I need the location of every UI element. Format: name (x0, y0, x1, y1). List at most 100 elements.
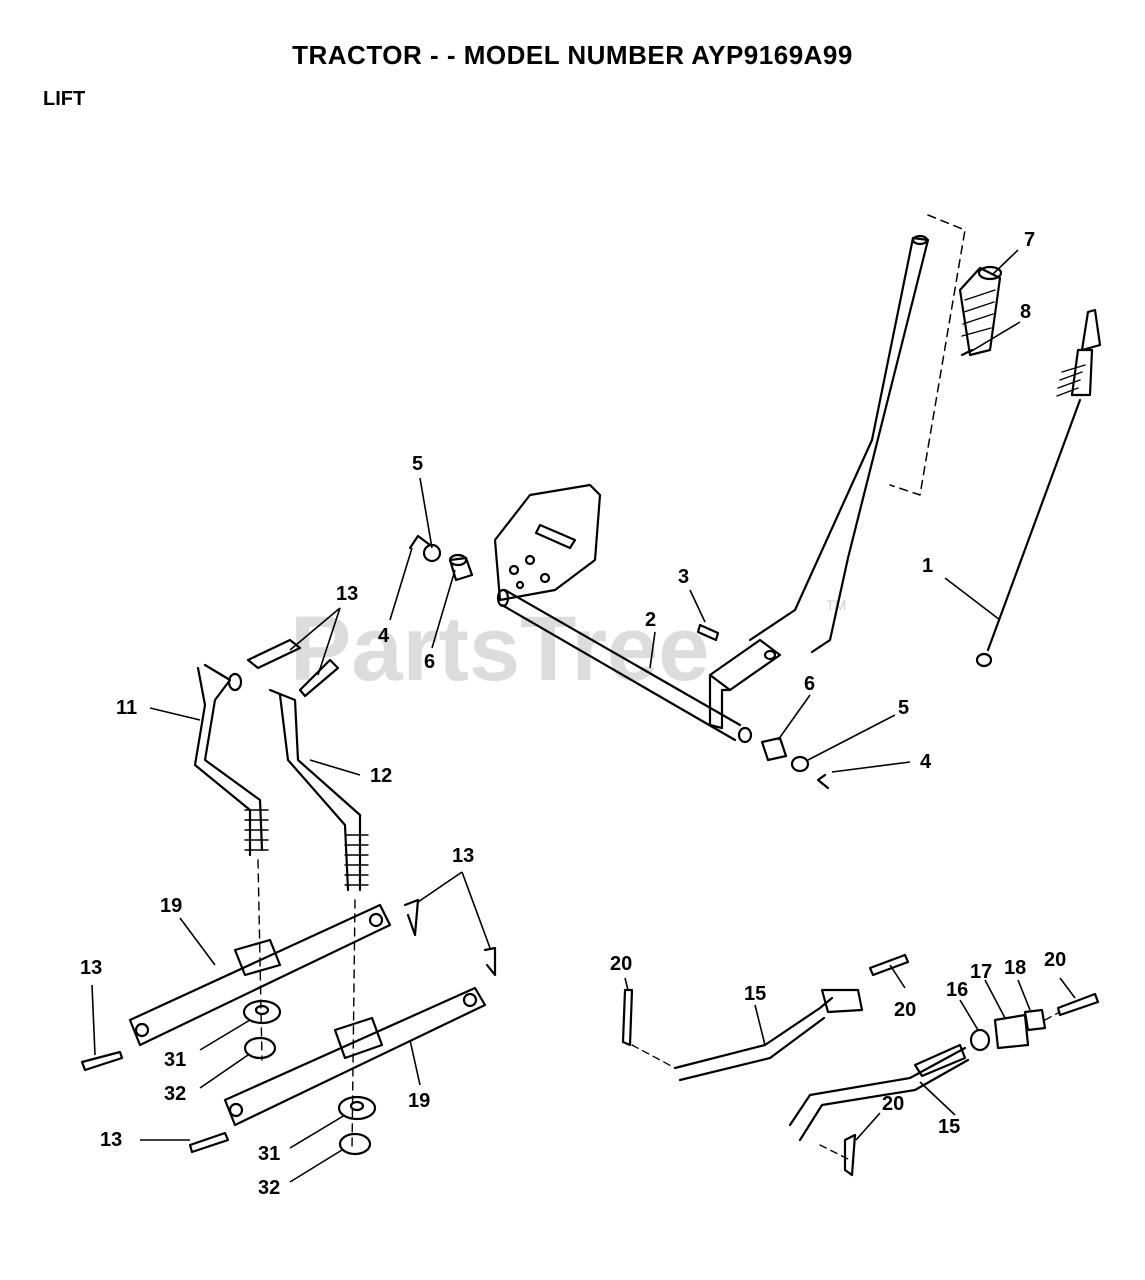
deck-cable-15-lower (788, 1046, 970, 1142)
leader-6-left (431, 569, 456, 649)
leader-8 (969, 321, 1021, 353)
bushing-31-lower-hole (349, 1100, 365, 1112)
callout-4-left: 4 (378, 625, 390, 647)
callout-8: 8 (1020, 301, 1031, 323)
lift-arm-19-upper-hole-a (134, 1022, 150, 1038)
grip-screw (960, 348, 974, 357)
leader-15-lower (919, 1081, 956, 1116)
bushing-31-upper-hole (254, 1004, 270, 1016)
leader-12 (309, 759, 361, 776)
hairpin-13-left (80, 1050, 124, 1072)
callout-5-right: 5 (898, 697, 909, 719)
handle-grip (958, 266, 1002, 357)
leader-4-left (389, 547, 413, 621)
nut-16 (969, 1028, 991, 1052)
lift-arm-19-lower-hole-b (462, 992, 478, 1008)
cable-guide-dashed-b (819, 1144, 851, 1161)
shaft-end-right (737, 726, 753, 744)
bushing-31-upper (242, 999, 282, 1025)
lift-arm-19-upper (128, 903, 392, 1047)
callout-31-lower: 31 (258, 1143, 280, 1165)
bushing-6-right (760, 736, 788, 762)
leader-20-bottom (855, 1112, 881, 1141)
callout-19-lower: 19 (408, 1090, 430, 1112)
callout-11: 11 (116, 697, 137, 719)
callout-13-left: 13 (80, 957, 102, 979)
leader-7 (991, 249, 1019, 276)
leader-15-upper (754, 1004, 766, 1046)
mounting-plate-hole-4 (515, 580, 525, 590)
leader-20-left (624, 977, 629, 991)
callout-19-upper: 19 (160, 895, 182, 917)
callout-31-upper: 31 (164, 1049, 186, 1071)
leader-20-upper (889, 964, 906, 989)
clevis-pin-20-upper (868, 953, 910, 977)
lift-arm-19-upper-hole-b (368, 912, 384, 928)
lift-link-12-thread (344, 834, 369, 886)
hairpin-4-left (408, 534, 432, 550)
callout-32-lower: 32 (258, 1177, 280, 1199)
clevis-pin-20-left (621, 988, 634, 1047)
lift-arm-19-lower-hub (333, 1016, 384, 1060)
callout-3: 3 (678, 566, 689, 588)
lift-handle (748, 236, 930, 654)
nut-32-upper (243, 1036, 277, 1060)
lift-link-11-eye (227, 672, 243, 692)
control-rod-end (975, 652, 993, 668)
callout-15-lower: 15 (938, 1116, 960, 1138)
leader-32-lower (289, 1149, 343, 1183)
clevis-pin-20-bottom (843, 1133, 857, 1177)
cable-guide-dashed-a (631, 1044, 676, 1069)
callout-1: 1 (922, 555, 933, 577)
nut-32-lower (338, 1132, 372, 1156)
mounting-plate (493, 483, 602, 602)
lift-arm-19-lower-hole-a (228, 1102, 244, 1118)
deck-cable-15-upper (673, 996, 834, 1082)
bracket-hole (763, 649, 777, 661)
cable-switch-upper (820, 988, 864, 1014)
callout-6-left: 6 (424, 651, 435, 673)
leader-11 (149, 707, 201, 721)
leader-13-right (417, 871, 491, 949)
cable-guide-dashed-c (1044, 1011, 1061, 1021)
leader-17 (984, 979, 1006, 1019)
lift-shaft (500, 588, 742, 742)
hairpin-13-right-b (483, 946, 497, 977)
callout-20-right: 20 (1044, 949, 1066, 971)
mounting-plate-hole-1 (508, 564, 520, 576)
fitting-18 (1023, 1008, 1047, 1032)
leader-20-right (1059, 977, 1076, 999)
leader-5-right (807, 714, 896, 761)
callout-32-upper: 32 (164, 1083, 186, 1105)
callout-13-top: 13 (336, 583, 358, 605)
watermark-text: PartsTree (290, 598, 709, 700)
mounting-plate-hole-2 (524, 554, 536, 566)
lift-link-11 (193, 663, 264, 857)
grip-top (977, 265, 1003, 281)
callout-4-right: 4 (920, 751, 932, 773)
handle-top-end (911, 234, 929, 246)
cotter-pin-3 (696, 623, 720, 642)
cable-threaded-end (913, 1043, 967, 1078)
leader-6-right (777, 694, 811, 741)
mounting-plate-hole-3 (539, 572, 551, 584)
page-title: TRACTOR - - MODEL NUMBER AYP9169A99 (292, 40, 853, 70)
callout-12: 12 (370, 765, 392, 787)
callout-7: 7 (1024, 229, 1035, 251)
grip-ridges (961, 289, 996, 337)
hairpin-13-bottom (188, 1131, 230, 1154)
callout-20-bottom: 20 (882, 1093, 904, 1115)
leader-18 (1017, 979, 1031, 1011)
callout-5-left: 5 (412, 453, 423, 475)
callout-20-left: 20 (610, 953, 632, 975)
bushing-6-left-face (448, 553, 468, 567)
leader-2 (649, 631, 656, 669)
leader-5-left (419, 477, 433, 549)
leader-19-upper (179, 917, 216, 966)
alignment-line-left (257, 859, 263, 1061)
leader-1 (944, 577, 1001, 621)
callout-20-upper: 20 (894, 999, 916, 1021)
clevis-pin-20-right (1056, 992, 1100, 1017)
leader-19-lower (409, 1039, 421, 1086)
